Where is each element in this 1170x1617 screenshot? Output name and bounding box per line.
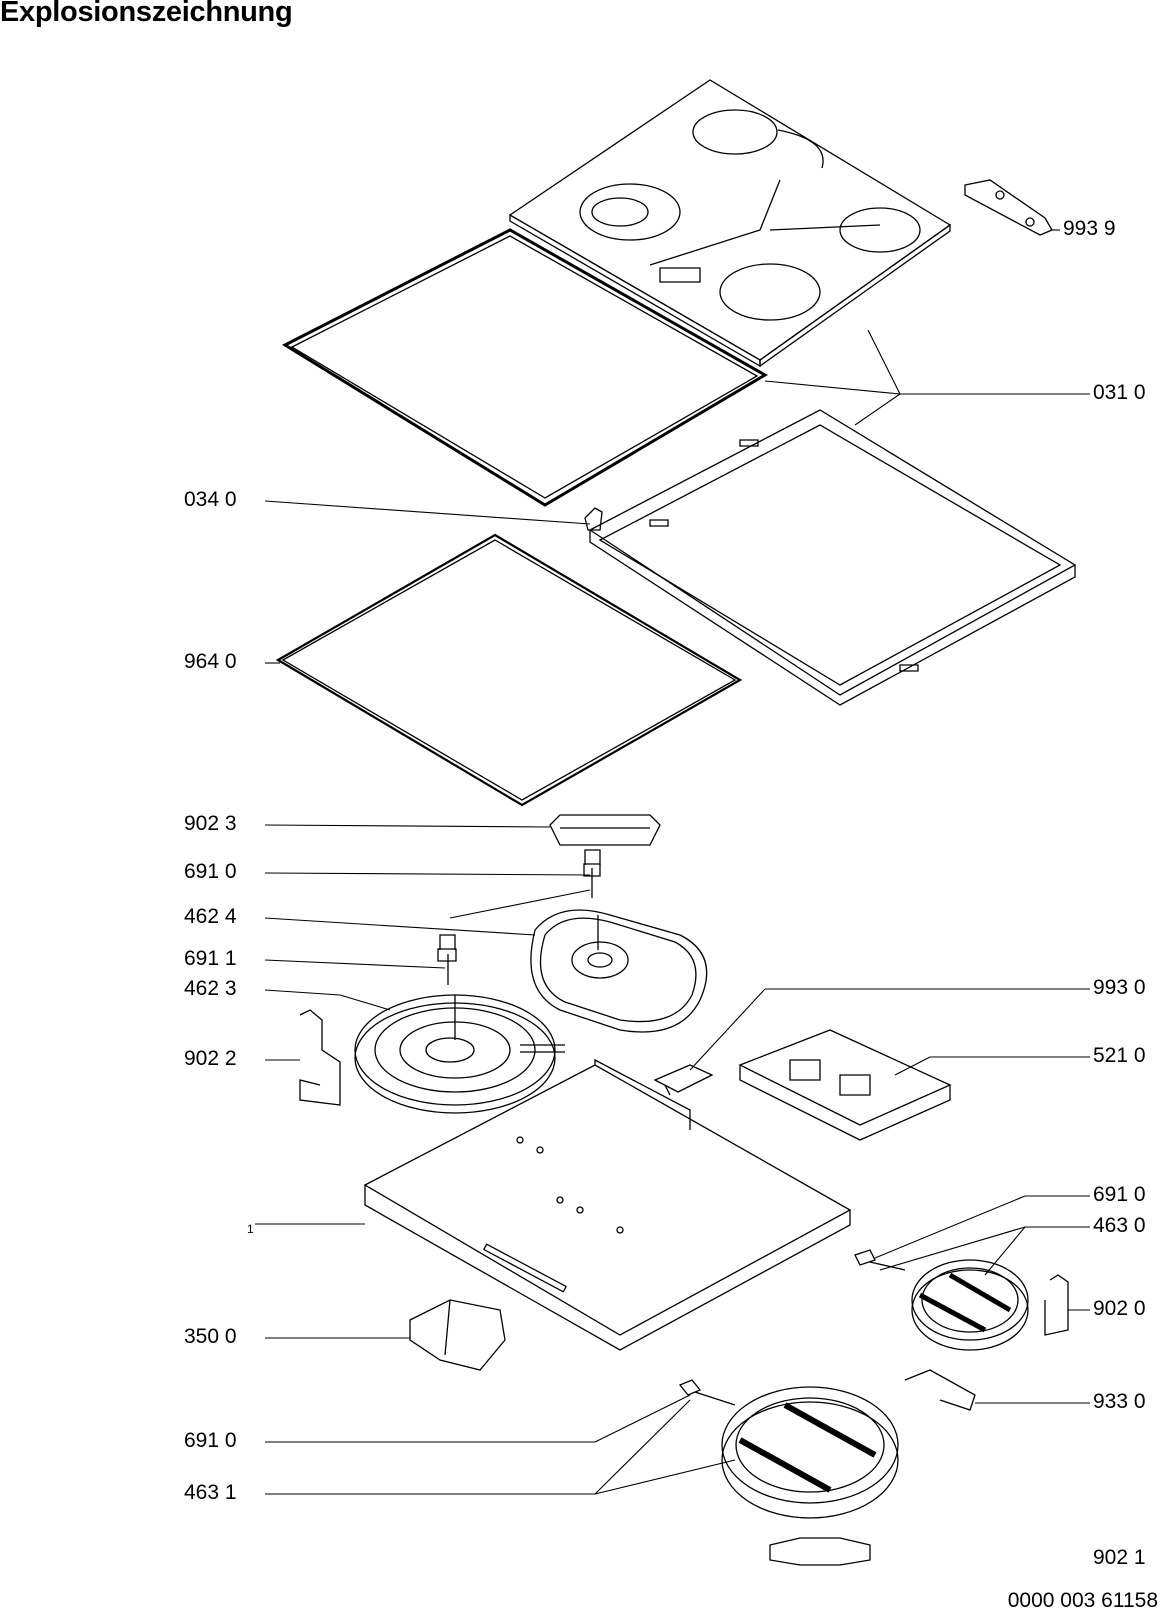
label-9939: 993 9 [1063, 217, 1116, 240]
electronic-module [740, 1030, 950, 1140]
bracket-part-9020 [1045, 1275, 1068, 1335]
radiant-heater-large [722, 1387, 898, 1518]
label-3500: 350 0 [184, 1325, 237, 1348]
label-1: 1 [247, 1222, 254, 1236]
bracket-part-9023 [550, 815, 660, 845]
label-6910-bottom: 691 0 [184, 1429, 237, 1452]
base-tray [365, 1060, 850, 1350]
housing-frame [590, 410, 1075, 705]
cooktop-glass-panel [510, 80, 950, 366]
label-9930: 993 0 [1093, 976, 1146, 999]
label-5210: 521 0 [1093, 1044, 1146, 1067]
seal-part-9640 [278, 535, 740, 805]
page-title: Explosionszeichnung [0, 0, 293, 28]
radiant-heater-small [912, 1260, 1028, 1350]
label-0340: 034 0 [184, 488, 237, 511]
leader-lines [255, 230, 1090, 1494]
terminal-part-6910-right [855, 1250, 905, 1270]
label-9330: 933 0 [1093, 1390, 1146, 1413]
document-number: 0000 003 61158 [1007, 1589, 1158, 1612]
oval-heating-element [531, 910, 707, 1032]
terminal-part-6911 [438, 935, 456, 985]
label-9021: 902 1 [1093, 1546, 1146, 1569]
sensor-part-9330 [905, 1370, 975, 1410]
terminal-part-6910-bottom [680, 1380, 735, 1405]
label-9020: 902 0 [1093, 1297, 1146, 1320]
bracket-part-0340 [585, 508, 602, 530]
label-9022: 902 2 [184, 1047, 237, 1070]
label-4623: 462 3 [184, 977, 237, 1000]
clip-part-9939 [965, 180, 1052, 235]
label-4624: 462 4 [184, 905, 237, 928]
terminal-part-6910-top [584, 850, 600, 898]
label-6910-top: 691 0 [184, 860, 237, 883]
round-heating-element [355, 995, 565, 1113]
label-6910-right: 691 0 [1093, 1183, 1146, 1206]
label-9023: 902 3 [184, 812, 237, 835]
label-4631: 463 1 [184, 1481, 237, 1504]
bracket-part-9022 [300, 1010, 340, 1105]
terminal-block [410, 1300, 505, 1370]
cooktop-frame-gasket [285, 230, 765, 505]
label-4630: 463 0 [1093, 1214, 1146, 1237]
label-9640: 964 0 [184, 650, 237, 673]
holder-part-9930 [655, 1065, 712, 1095]
bracket-part-9021 [770, 1538, 870, 1565]
label-0310: 031 0 [1093, 381, 1146, 404]
label-6911: 691 1 [184, 947, 237, 970]
